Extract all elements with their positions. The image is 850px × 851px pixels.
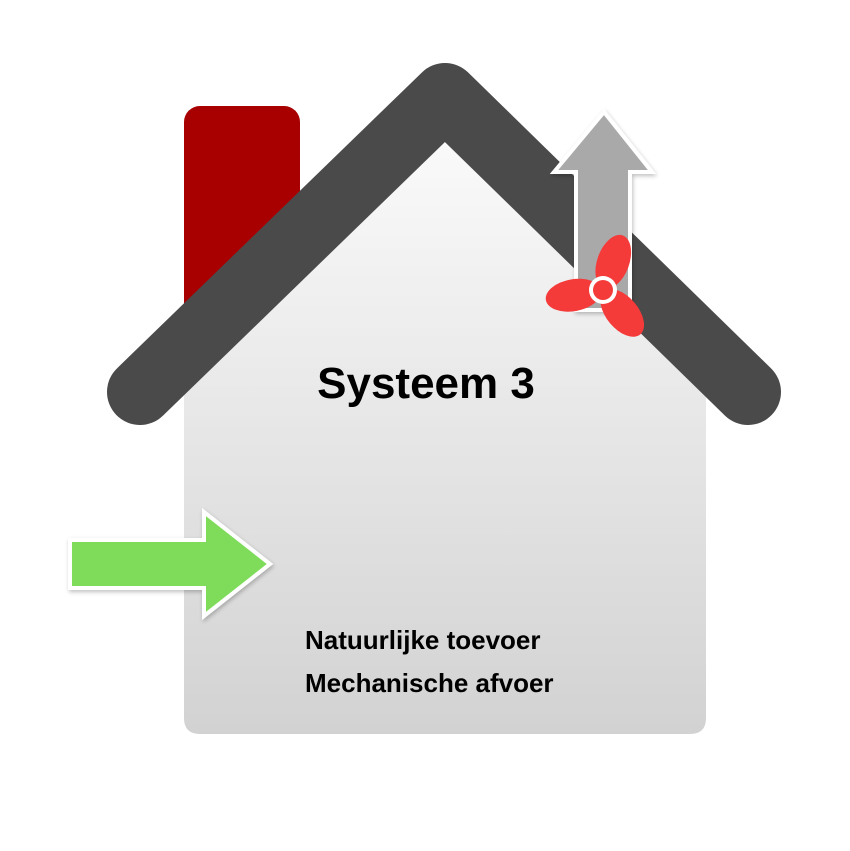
diagram-title: Systeem 3	[317, 359, 535, 408]
roof	[107, 63, 781, 425]
exhaust-label: Mechanische afvoer	[305, 668, 554, 698]
supply-label: Natuurlijke toevoer	[305, 625, 541, 655]
supply-arrow	[68, 507, 274, 621]
arrow-right-icon	[68, 507, 274, 621]
fan-icon	[545, 234, 645, 337]
